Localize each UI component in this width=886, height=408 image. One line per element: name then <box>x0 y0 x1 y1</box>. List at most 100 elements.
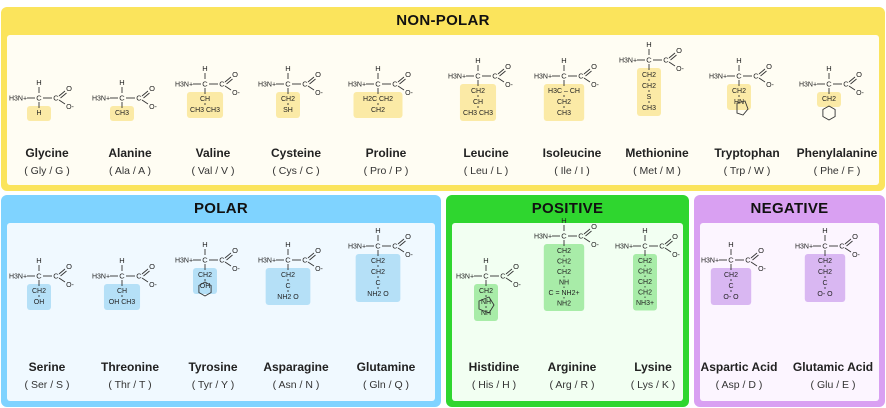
carbonyl-oxygen-label: O <box>672 232 678 241</box>
carboxylate-oxygen-label: O- <box>852 252 860 259</box>
carboxylate-oxygen-label: O- <box>505 82 513 89</box>
amino-group-label: H3N+ <box>9 96 27 103</box>
carbonyl-oxygen-label: O <box>315 70 321 79</box>
side-chain-highlight <box>710 268 752 305</box>
carboxyl-carbon-label: C <box>136 94 142 103</box>
amino-acid-name: Threonine <box>100 360 159 374</box>
side-chain-group: CH2 <box>557 269 571 276</box>
side-chain-group: CH2 <box>638 269 652 276</box>
positive-title: POSITIVE <box>531 199 604 217</box>
alpha-hydrogen-label: H <box>202 64 207 73</box>
alpha-carbon-label: C <box>822 242 828 251</box>
amino-acid-code: ( Met / M ) <box>633 165 681 177</box>
side-chain-group: C <box>375 280 380 287</box>
amino-acid-code: ( Ile / I ) <box>554 165 590 177</box>
side-chain-group: NH2 O <box>277 294 299 301</box>
alpha-carbon-label: C <box>202 80 208 89</box>
polar-title: POLAR <box>194 199 248 217</box>
side-chain-group: CH <box>200 96 210 103</box>
side-chain-group: CH2 <box>638 279 652 286</box>
amino-acid-name: Cysteine <box>270 146 322 160</box>
carboxylate-oxygen-label: O- <box>149 104 157 111</box>
side-chain-group: CH <box>473 99 483 106</box>
carboxyl-carbon-label: C <box>745 256 751 265</box>
alpha-hydrogen-label: H <box>119 256 124 265</box>
alpha-carbon-label: C <box>202 256 208 265</box>
amino-group-label: H3N+ <box>348 82 366 89</box>
side-chain-group: CH2 <box>557 99 571 106</box>
carboxylate-oxygen-label: O- <box>315 90 323 97</box>
carboxylate-oxygen-label: O- <box>513 282 521 289</box>
side-chain-group: C <box>728 283 733 290</box>
amino-acid-name: Histidine <box>468 360 520 374</box>
side-chain-group: CH2 <box>638 258 652 265</box>
side-chain-group: CH2 <box>732 88 746 95</box>
amino-group-label: H3N+ <box>619 58 637 65</box>
side-chain-group: CH2 <box>638 290 652 297</box>
side-chain-highlight <box>633 254 657 311</box>
amino-group-label: H3N+ <box>258 258 276 265</box>
side-chain-group: CH3 CH3 <box>190 107 220 114</box>
amino-group-label: H3N+ <box>92 96 110 103</box>
carbonyl-oxygen-label: O <box>856 70 862 79</box>
side-chain-group: CH2 <box>724 272 738 279</box>
alpha-hydrogen-label: H <box>285 64 290 73</box>
amino-acid-code: ( Ala / A ) <box>108 165 152 177</box>
amino-acid-name: Proline <box>365 146 407 160</box>
carboxylate-oxygen-label: O- <box>766 82 774 89</box>
amino-group-label: H3N+ <box>175 82 193 89</box>
carboxyl-carbon-label: C <box>302 256 308 265</box>
side-chain-group: CH <box>117 288 127 295</box>
alpha-carbon-label: C <box>36 272 42 281</box>
carboxyl-carbon-label: C <box>663 56 669 65</box>
amino-acid-name: Tryptophan <box>714 146 780 160</box>
alpha-carbon-label: C <box>483 272 489 281</box>
alpha-hydrogen-label: H <box>561 56 566 65</box>
alpha-hydrogen-label: H <box>36 78 41 87</box>
side-chain-group: CH2 <box>642 72 656 79</box>
side-chain-highlight <box>110 106 134 121</box>
alpha-carbon-label: C <box>561 232 567 241</box>
side-chain-highlight <box>265 268 311 305</box>
carbonyl-oxygen-label: O <box>676 46 682 55</box>
carboxyl-carbon-label: C <box>302 80 308 89</box>
side-chain-group: CH2 <box>371 269 385 276</box>
carbonyl-oxygen-label: O <box>758 246 764 255</box>
amino-acid-code: ( Arg / R ) <box>549 379 595 391</box>
side-chain-group: C <box>285 283 290 290</box>
alpha-carbon-label: C <box>475 72 481 81</box>
side-chain-group: NH2 <box>557 301 571 308</box>
alpha-hydrogen-label: H <box>483 256 488 265</box>
carboxylate-oxygen-label: O- <box>856 90 864 97</box>
carbonyl-oxygen-label: O <box>149 262 155 271</box>
amino-acid-name: Phenylalanine <box>796 146 878 160</box>
benzene-ring <box>822 105 836 121</box>
carbonyl-oxygen-label: O <box>232 70 238 79</box>
carbonyl-oxygen-label: O <box>405 232 411 241</box>
carboxyl-carbon-label: C <box>392 242 398 251</box>
side-chain-group: CH3 <box>642 105 656 112</box>
carboxyl-carbon-label: C <box>843 80 849 89</box>
carboxylate-oxygen-label: O- <box>672 252 680 259</box>
amino-acid-code: ( Thr / T ) <box>108 379 152 391</box>
amino-acid-code: ( Cys / C ) <box>272 165 320 177</box>
carbonyl-oxygen-label: O <box>405 70 411 79</box>
amino-group-label: H3N+ <box>348 244 366 251</box>
side-chain-group: OH CH3 <box>109 299 136 306</box>
